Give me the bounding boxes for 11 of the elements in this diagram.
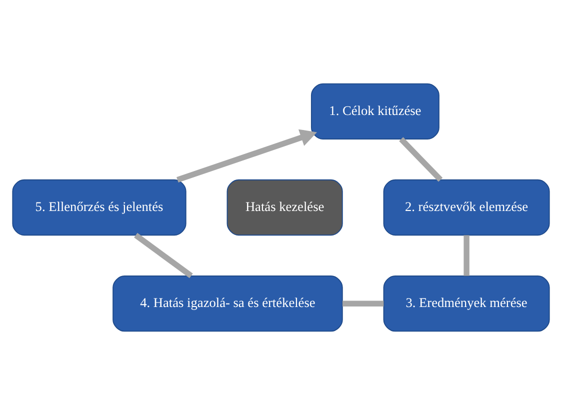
node-box: 5. Ellenőrzés és jelentés: [12, 178, 186, 236]
connector: [134, 232, 193, 278]
node-box: Hatás kezelése: [226, 178, 343, 236]
connector: [464, 234, 470, 276]
node-box: 3. Eredmények mérése: [383, 275, 550, 332]
arrow: [176, 128, 318, 182]
node-box: 1. Célok kitűzése: [310, 82, 440, 139]
node-box: 2. résztvevők elemzése: [383, 178, 550, 236]
connector: [399, 136, 443, 182]
node-box: 4. Hatás igazolá- sa és értékelése: [112, 275, 343, 332]
connector: [342, 300, 384, 306]
